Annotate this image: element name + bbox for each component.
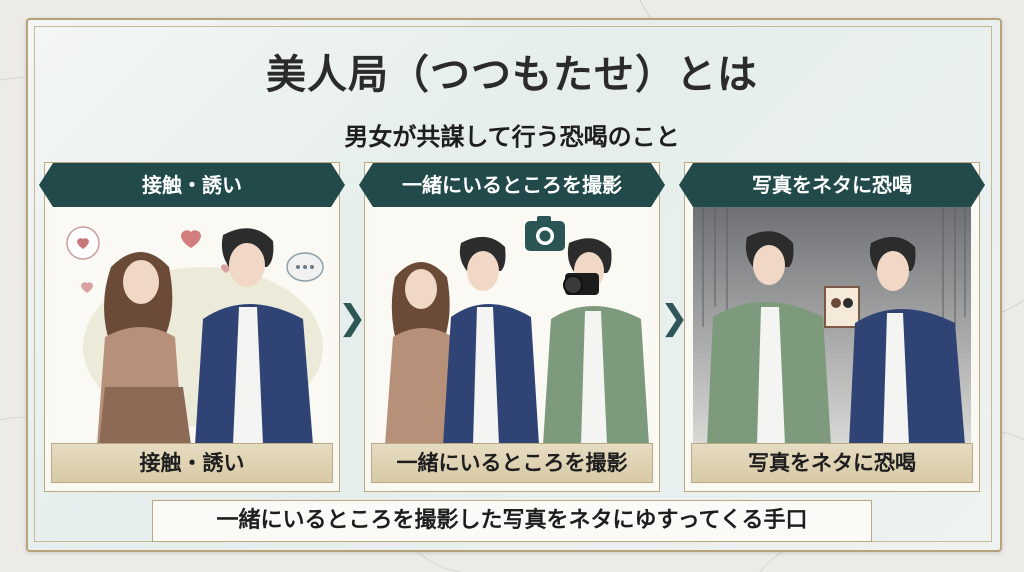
step-panel-photograph: 一緒にいるところを撮影	[364, 162, 660, 492]
heart-icon	[81, 230, 231, 293]
page-subtitle: 男女が共謀して行う恐喝のこと	[344, 123, 680, 151]
speech-bubble-icon	[286, 252, 324, 282]
step-panel-contact: 接触・誘い	[44, 162, 340, 492]
camera-icon	[525, 216, 565, 251]
step-panel-extortion: 写真をネタに恐喝	[684, 162, 980, 492]
contact-illustration	[53, 207, 331, 445]
bottom-caption: 一緒にいるところを撮影した写真をネタにゆすってくる手口	[152, 500, 872, 542]
heart-speech-bubble-icon	[66, 226, 100, 260]
photograph-illustration	[373, 207, 651, 445]
step-header: 一緒にいるところを撮影	[359, 163, 665, 207]
step-header: 接触・誘い	[39, 163, 345, 207]
page-title: 美人局（つつもたせ）とは	[266, 51, 758, 98]
step-footer: 接触・誘い	[51, 443, 333, 483]
step-footer: 写真をネタに恐喝	[691, 443, 973, 483]
extortion-illustration	[693, 207, 971, 445]
step-footer: 一緒にいるところを撮影	[371, 443, 653, 483]
step-header: 写真をネタに恐喝	[679, 163, 985, 207]
